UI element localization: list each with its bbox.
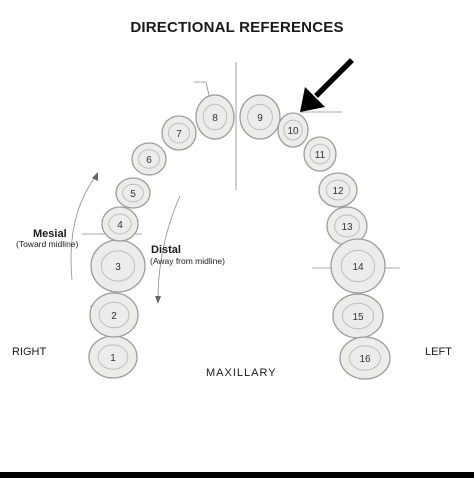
tooth-6-crown — [131, 142, 167, 176]
tooth-13-occlusal — [334, 214, 360, 238]
tooth-1: 1 — [88, 335, 138, 379]
distal-description: (Away from midline) — [150, 256, 225, 266]
direction-arrows — [70, 172, 181, 304]
tooth-2: 2 — [89, 292, 139, 338]
tooth-number: 14 — [352, 262, 364, 273]
right-side-label: RIGHT — [12, 346, 47, 358]
bottom-border — [0, 472, 474, 478]
arch-label: MAXILLARY — [206, 367, 277, 379]
tooth-13: 13 — [326, 206, 368, 246]
mesial-label: Mesial — [33, 228, 67, 240]
tooth-number: 11 — [315, 150, 326, 161]
tooth-number: 8 — [212, 113, 218, 124]
central-incisor-leader — [194, 81, 211, 101]
left-side-label: LEFT — [425, 346, 452, 358]
mesial-arrowhead — [92, 172, 98, 181]
tooth-number: 3 — [115, 262, 121, 273]
tooth-3: 3 — [90, 239, 146, 293]
tooth-5-crown — [115, 177, 151, 209]
mesial-arrow — [70, 175, 97, 281]
tooth-10: 10 — [277, 112, 309, 148]
diagram-title: DIRECTIONAL REFERENCES — [130, 19, 344, 36]
tooth-14: 14 — [330, 238, 386, 294]
pointer-arrow-shaft — [314, 58, 354, 98]
tooth-11-crown — [303, 136, 337, 172]
tooth-number: 16 — [359, 354, 371, 365]
tooth-4-crown — [101, 206, 139, 242]
tooth-15: 15 — [332, 293, 384, 339]
tooth-number: 13 — [341, 222, 353, 233]
tooth-12-occlusal — [325, 179, 351, 201]
tooth-16-crown — [339, 336, 391, 380]
tooth-6-occlusal — [137, 149, 161, 169]
tooth-3-occlusal — [100, 250, 136, 282]
tooth-16-occlusal — [349, 345, 381, 371]
tooth-10-crown — [277, 112, 309, 148]
tooth-number: 5 — [130, 189, 136, 200]
tooth-9-occlusal — [247, 103, 273, 131]
tooth-5-occlusal — [121, 183, 145, 203]
tooth-12-crown — [318, 172, 358, 208]
distal-arrowhead — [155, 296, 161, 304]
tooth-8: 8 — [195, 94, 235, 140]
tooth-number: 7 — [176, 129, 182, 140]
tooth-10-occlusal — [283, 119, 303, 141]
tooth-15-occlusal — [342, 302, 374, 330]
tooth-11: 11 — [303, 136, 337, 172]
tooth-14-crown — [330, 238, 386, 294]
tooth-12: 12 — [318, 172, 358, 208]
tooth-9: 9 — [239, 94, 281, 140]
tooth-4: 4 — [101, 206, 139, 242]
tooth-7-crown — [161, 115, 197, 151]
tooth-1-occlusal — [97, 344, 129, 370]
tooth-number: 6 — [146, 155, 152, 166]
distal-label: Distal — [151, 244, 181, 256]
tooth-2-occlusal — [98, 301, 130, 329]
tooth-number: 1 — [110, 353, 116, 364]
tooth-number: 10 — [287, 126, 299, 137]
distal-arrow — [157, 195, 181, 301]
tooth-number: 2 — [111, 311, 117, 322]
tooth-2-crown — [89, 292, 139, 338]
tooth-number: 9 — [257, 113, 263, 124]
tooth-8-crown — [195, 94, 235, 140]
tooth-number: 12 — [332, 186, 344, 197]
tooth-14-occlusal — [340, 249, 376, 283]
tooth-number: 15 — [352, 312, 364, 323]
tooth-7: 7 — [161, 115, 197, 151]
tooth-9-crown — [239, 94, 281, 140]
tooth-number: 4 — [117, 220, 123, 231]
pointer-arrow — [300, 58, 354, 112]
mesial-description: (Toward midline) — [16, 239, 79, 249]
tooth-16: 16 — [339, 336, 391, 380]
tooth-8-occlusal — [202, 103, 228, 131]
tooth-11-occlusal — [309, 143, 331, 165]
tooth-6: 6 — [131, 142, 167, 176]
tooth-7-occlusal — [167, 122, 191, 144]
pointer-arrow-head — [300, 87, 325, 112]
tooth-5: 5 — [115, 177, 151, 209]
tooth-4-occlusal — [108, 213, 132, 235]
